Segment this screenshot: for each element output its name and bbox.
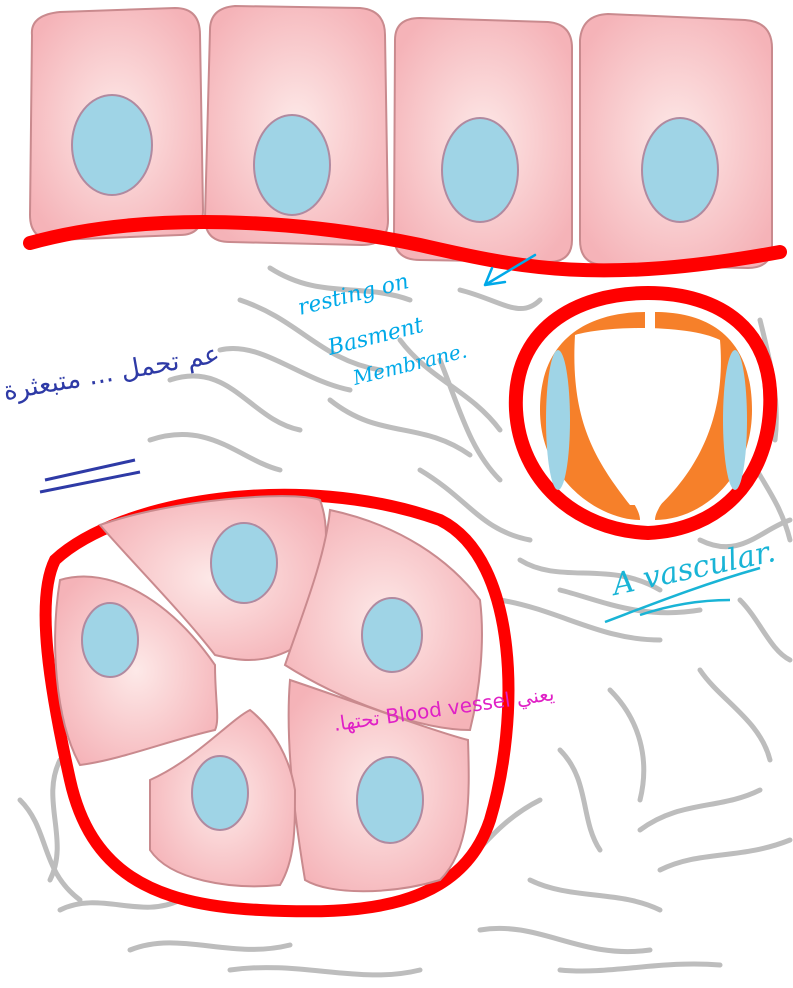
nucleus [442, 118, 518, 222]
nucleus [254, 115, 330, 215]
underline [40, 472, 140, 492]
nucleus [211, 523, 277, 603]
nucleus [72, 95, 152, 195]
blood-vessel [516, 293, 770, 533]
annotation-arabic-note: عم تحمل ... متبعثرة [1, 339, 222, 492]
resting-label-line1: resting on [295, 269, 411, 321]
nucleus [357, 757, 423, 843]
endothelial-nucleus [546, 350, 570, 490]
nucleus [82, 603, 138, 677]
endothelial-nucleus [723, 350, 747, 490]
nucleus [362, 598, 422, 672]
nucleus [642, 118, 718, 222]
arabic-note-label: عم تحمل ... متبعثرة [1, 339, 222, 407]
annotation-resting: resting on Basment Membrane. [295, 255, 535, 390]
nucleus [192, 756, 248, 830]
